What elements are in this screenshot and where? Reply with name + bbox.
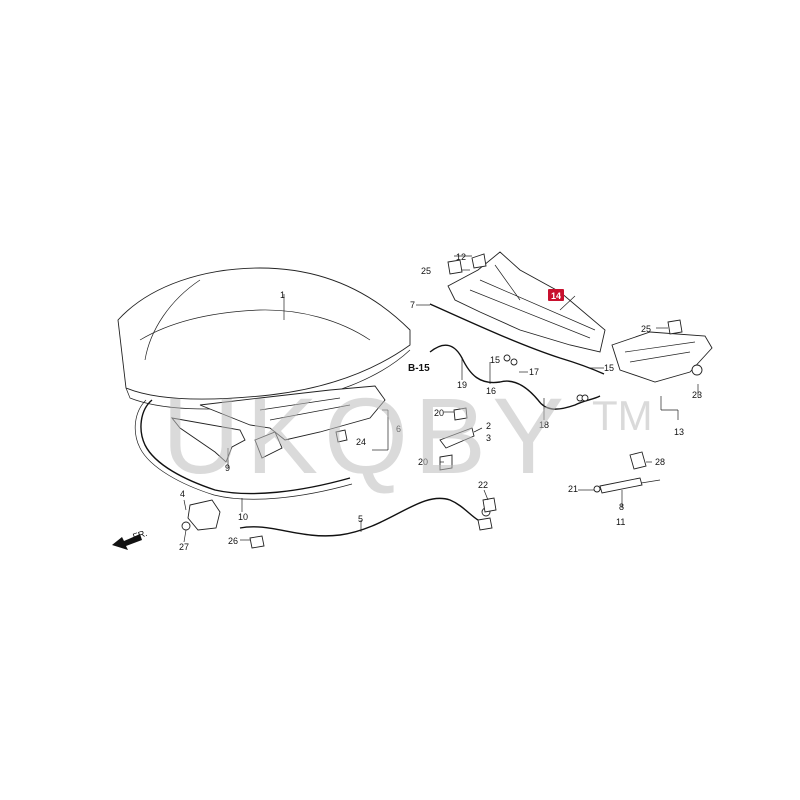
callout-20b: 20 <box>418 457 428 467</box>
highlight-label: 14 <box>551 291 561 301</box>
hood-stay <box>593 451 661 494</box>
callout-25b: 25 <box>641 324 651 334</box>
callout-27: 27 <box>179 542 189 552</box>
watermark-text: UKQBY <box>162 375 570 496</box>
washer-tubes <box>429 344 601 410</box>
callout-11: 11 <box>616 517 625 527</box>
callout-13: 13 <box>674 427 684 437</box>
callout-15b: 15 <box>604 363 614 373</box>
callout-8: 8 <box>619 502 624 512</box>
front-label: FR. <box>132 528 149 542</box>
leader-lines <box>183 255 699 543</box>
callout-9: 9 <box>225 463 230 473</box>
callout-7: 7 <box>410 300 415 310</box>
callout-20a: 20 <box>434 408 444 418</box>
highlight-callout-14[interactable]: 14 <box>548 289 564 301</box>
front-arrow-icon <box>112 534 142 550</box>
callout-22: 22 <box>478 480 488 490</box>
front-indicator: FR. <box>112 528 148 550</box>
callout-15a: 15 <box>490 355 500 365</box>
callout-labels: 1 2 3 4 5 6 7 8 9 10 11 12 13 15 15 16 1… <box>179 252 702 552</box>
callout-16: 16 <box>486 386 496 396</box>
hood-hinge <box>439 407 475 471</box>
hood-latch <box>181 499 221 531</box>
cowl-side-13 <box>611 331 713 383</box>
watermark: UKQBY TM <box>162 375 653 496</box>
callout-18: 18 <box>539 420 549 430</box>
callout-19: 19 <box>457 380 467 390</box>
hood-panel <box>117 267 411 410</box>
clips <box>335 259 683 513</box>
callout-10: 10 <box>238 512 248 522</box>
callout-17: 17 <box>529 367 539 377</box>
cowl-top-14 <box>447 251 606 353</box>
callout-12: 12 <box>456 252 466 262</box>
callout-2: 2 <box>486 421 491 431</box>
cowl-seal-7 <box>429 303 605 375</box>
callout-24: 24 <box>356 437 366 447</box>
highlight-box <box>548 289 564 301</box>
hood-bracket-9 <box>170 417 283 463</box>
release-cable-5 <box>239 497 493 549</box>
callout-21: 21 <box>568 484 578 494</box>
callout-6: 6 <box>396 424 401 434</box>
callout-25a: 25 <box>421 266 431 276</box>
reference-label: B-15 <box>408 363 430 374</box>
watermark-tm: TM <box>592 392 653 439</box>
hood-insulator <box>199 385 386 441</box>
callout-23: 23 <box>692 390 702 400</box>
callout-26: 26 <box>228 536 238 546</box>
callout-28: 28 <box>655 457 665 467</box>
callout-3: 3 <box>486 433 491 443</box>
hood-seal-10 <box>134 399 353 500</box>
callout-1: 1 <box>280 290 285 300</box>
callout-5: 5 <box>358 514 363 524</box>
callout-4: 4 <box>180 489 185 499</box>
